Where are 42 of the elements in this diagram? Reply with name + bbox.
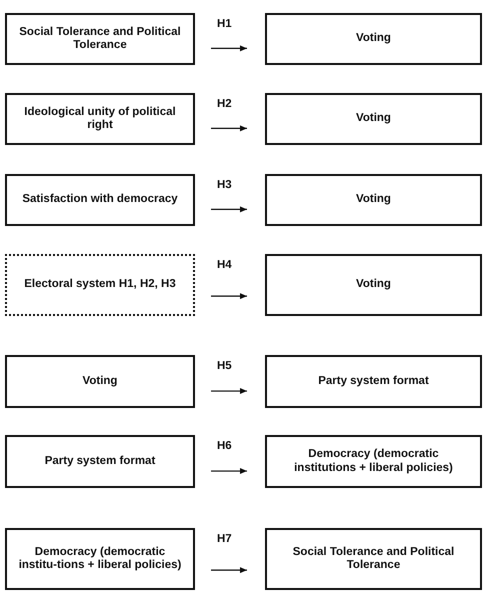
edge-label: H4: [216, 259, 233, 271]
process-box: [5, 93, 195, 145]
edge-label: H7: [216, 533, 233, 545]
node-text: Party system format: [318, 374, 429, 388]
edge-label: H6: [216, 440, 233, 452]
process-box: [5, 528, 195, 590]
process-box: [5, 435, 195, 488]
process-box: [5, 174, 195, 226]
node-text: Social Tolerance and Political Tolerance: [292, 546, 456, 572]
arrow: [211, 468, 247, 474]
arrow: [211, 206, 247, 212]
node-text: Democracy (democratic institutions + liberal policies): [293, 448, 454, 475]
process-box: [265, 254, 482, 316]
arrow: [211, 567, 247, 574]
arrow: [211, 293, 247, 300]
node-text: Party system format: [44, 454, 156, 468]
process-box: [265, 93, 482, 145]
node-text: Democracy (democratic institu-tions + liberal policies): [18, 546, 182, 572]
edge-label: H2: [216, 98, 233, 110]
arrow: [211, 125, 247, 132]
process-box: [265, 435, 482, 488]
node-text: Satisfaction with democracy: [22, 193, 178, 207]
node-text: Voting: [356, 193, 391, 207]
node-text: Voting: [356, 278, 391, 292]
process-box: [265, 174, 482, 226]
node-text: Voting: [82, 374, 118, 388]
edge-label: H3: [216, 179, 233, 191]
node-text: Ideological unity of political right: [23, 106, 177, 132]
process-box: [265, 13, 482, 65]
edge-label: H5: [216, 360, 233, 372]
node-text: Voting: [356, 32, 391, 46]
node-text: Social Tolerance and Political Tolerance: [18, 26, 182, 52]
arrow: [211, 45, 247, 52]
arrow: [211, 388, 247, 394]
process-box: [265, 528, 482, 590]
node-text: Electoral system H1, H2, H3: [24, 278, 176, 292]
process-box: [5, 355, 195, 408]
dotted-box: [5, 254, 195, 316]
node-text: Voting: [356, 112, 391, 126]
process-box: [265, 355, 482, 408]
edge-label: H1: [216, 18, 233, 30]
process-box: [5, 13, 195, 65]
